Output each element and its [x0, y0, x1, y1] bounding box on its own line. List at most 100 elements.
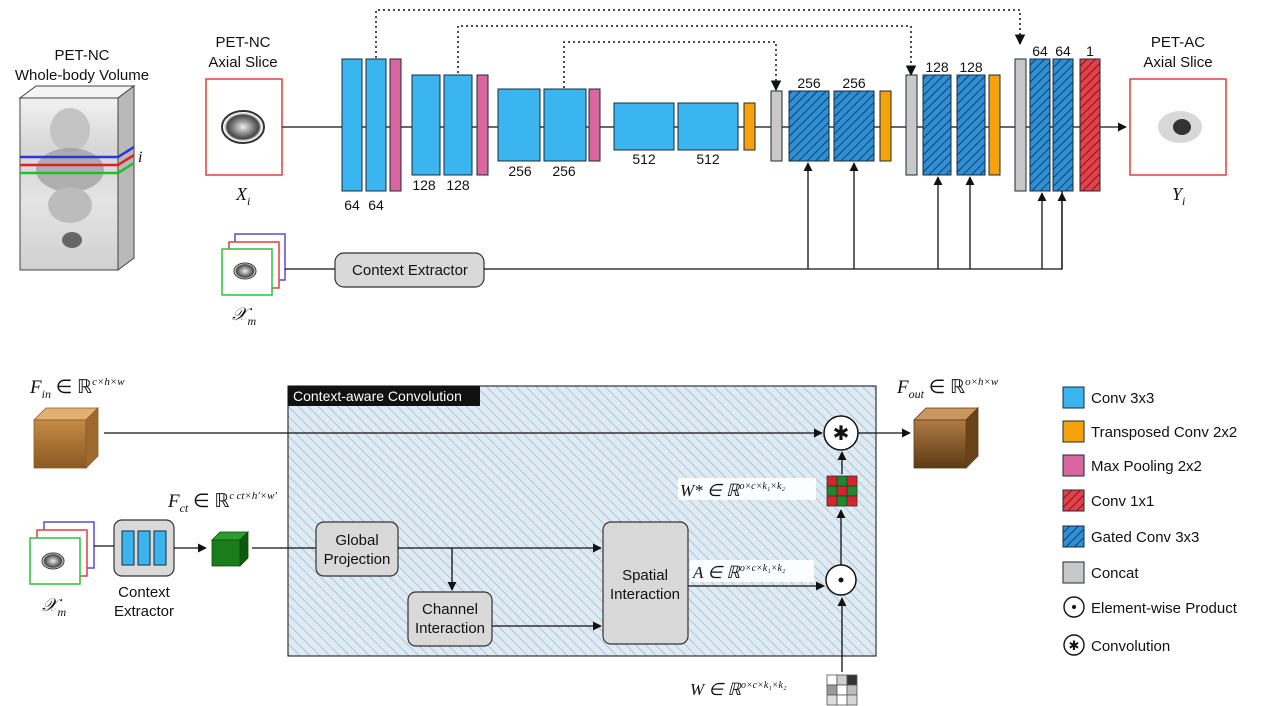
- svg-text:128: 128: [446, 177, 470, 193]
- fout-label: Fout ∈ ℝo×h×w: [896, 376, 999, 401]
- svg-text:W ∈ ℝo×c×k₁×k₂: W ∈ ℝo×c×k₁×k₂: [690, 680, 787, 699]
- svg-text:Concat: Concat: [1091, 565, 1139, 582]
- svg-text:Fin ∈ ℝc×h×w: Fin ∈ ℝc×h×w: [29, 376, 125, 401]
- dec-gconv-3: [922, 74, 952, 176]
- svg-text:1: 1: [1086, 43, 1094, 59]
- svg-text:64: 64: [368, 197, 384, 213]
- encoder: [341, 58, 756, 192]
- svg-text:Conv 1x1: Conv 1x1: [1091, 493, 1154, 510]
- dec-gconv-5: [1029, 58, 1051, 192]
- fout-cube: [913, 407, 979, 469]
- fin-label: Fin ∈ ℝc×h×w: [29, 376, 125, 401]
- fct-cube: [211, 531, 249, 567]
- svg-text:128: 128: [412, 177, 436, 193]
- decoder: [770, 58, 1101, 192]
- context-stack-top: 𝒳m: [221, 233, 286, 328]
- wstar-label: W* ∈ ℝo×c×k₁×k₂: [678, 478, 816, 500]
- wstar-kernel: [826, 475, 858, 507]
- dec-gconv-4: [956, 74, 986, 176]
- enc-conv-4: [443, 74, 473, 176]
- enc-conv-8: [677, 102, 739, 151]
- svg-text:512: 512: [696, 151, 720, 167]
- context-extractor-top-label: Context Extractor: [352, 262, 468, 279]
- svg-text:A ∈ ℝo×c×k₁×k₂: A ∈ ℝo×c×k₁×k₂: [692, 563, 786, 582]
- enc-conv-2: [365, 58, 387, 192]
- dec-gconv-1: [788, 90, 830, 162]
- dec-gconv-2: [833, 90, 875, 162]
- output-title-line1: PET-AC: [1151, 34, 1205, 51]
- svg-text:64: 64: [1055, 43, 1071, 59]
- cac-title-bg: [288, 386, 480, 406]
- svg-text:256: 256: [797, 75, 821, 91]
- channel-interaction-box: [407, 591, 493, 647]
- encoder-labels: 64 64 128 128 256 256 512 512: [344, 151, 720, 213]
- output-slice: PET-AC Axial Slice Yi: [1129, 34, 1227, 208]
- fin-cube: [33, 407, 99, 469]
- svg-text:Convolution: Convolution: [1091, 638, 1170, 655]
- legend-swatch-tconv: [1062, 420, 1085, 443]
- dec-concat-3: [1014, 58, 1027, 192]
- cac-title: Context-aware Convolution: [293, 388, 462, 404]
- input-title-line1: PET-NC: [215, 34, 270, 51]
- channel-interaction-line1: Channel: [422, 601, 478, 618]
- context-extractor-bottom-line1: Context: [118, 584, 171, 601]
- context-feed-lines: [484, 162, 1067, 270]
- global-projection-line2: Projection: [324, 551, 391, 568]
- legend-swatch-conv1x1: [1062, 489, 1085, 512]
- svg-text:W* ∈ ℝo×c×k₁×k₂: W* ∈ ℝo×c×k₁×k₂: [680, 481, 785, 500]
- enc-pool-3: [588, 88, 601, 162]
- svg-text:256: 256: [552, 163, 576, 179]
- svg-text:Conv 3x3: Conv 3x3: [1091, 390, 1154, 407]
- legend-convolution-icon: [1063, 634, 1085, 656]
- dec-conv1x1: [1079, 58, 1101, 192]
- enc-pool-2: [476, 74, 489, 176]
- context-extractor-bottom: [113, 519, 175, 577]
- legend-swatch-maxpool: [1062, 454, 1085, 477]
- global-projection-line1: Global: [335, 532, 378, 549]
- context-extractor-bottom-line2: Extractor: [114, 603, 174, 620]
- context-var-top: 𝒳m: [232, 304, 256, 328]
- svg-text:✱: ✱: [1069, 638, 1080, 653]
- svg-text:64: 64: [344, 197, 360, 213]
- dec-concat-1: [770, 90, 783, 162]
- enc-conv-7: [613, 102, 675, 151]
- input-slice: PET-NC Axial Slice Xi: [205, 34, 283, 208]
- context-extractor-top: [334, 252, 485, 288]
- svg-text:256: 256: [508, 163, 532, 179]
- context-stack-bottom: 𝒳m: [29, 521, 95, 619]
- svg-text:128: 128: [959, 59, 983, 75]
- dec-concat-2: [905, 74, 918, 176]
- svg-text:Fct ∈ ℝc ct×h'×w': Fct ∈ ℝc ct×h'×w': [167, 490, 277, 515]
- decoder-labels: 256 256 128 128 64 64 1: [797, 43, 1094, 91]
- input-var: Xi: [235, 184, 250, 208]
- svg-text:Max Pooling 2x2: Max Pooling 2x2: [1091, 458, 1202, 475]
- skip-connections: [375, 9, 1026, 92]
- enc-conv-3: [411, 74, 441, 176]
- svg-text:Element-wise Product: Element-wise Product: [1091, 600, 1238, 617]
- enc-tconv: [743, 102, 756, 151]
- dec-tconv-1: [879, 90, 892, 162]
- dec-gconv-6: [1052, 58, 1074, 192]
- enc-conv-5: [497, 88, 541, 162]
- cac-region: [287, 385, 877, 657]
- svg-text:256: 256: [842, 75, 866, 91]
- whole-body-volume: PET-NC Whole-body Volume i: [15, 47, 149, 271]
- output-var: Yi: [1172, 184, 1185, 208]
- legend-swatch-conv3x3: [1062, 386, 1085, 409]
- output-title-line2: Axial Slice: [1143, 54, 1212, 71]
- svg-text:Fout ∈ ℝo×h×w: Fout ∈ ℝo×h×w: [896, 376, 999, 401]
- dec-tconv-2: [988, 74, 1001, 176]
- svg-text:512: 512: [632, 151, 656, 167]
- svg-text:✱: ✱: [833, 423, 850, 445]
- wb-title-line1: PET-NC: [54, 47, 109, 64]
- enc-pool-1: [389, 58, 402, 192]
- fct-label: Fct ∈ ℝc ct×h'×w': [167, 490, 277, 515]
- wb-title-line2: Whole-body Volume: [15, 67, 149, 84]
- a-label: A ∈ ℝo×c×k₁×k₂: [690, 560, 814, 582]
- svg-text:64: 64: [1032, 43, 1048, 59]
- channel-interaction-line2: Interaction: [415, 620, 485, 637]
- legend: Conv 3x3 Transposed Conv 2x2 Max Pooling…: [1062, 386, 1238, 656]
- svg-text:128: 128: [925, 59, 949, 75]
- enc-conv-6: [543, 88, 587, 162]
